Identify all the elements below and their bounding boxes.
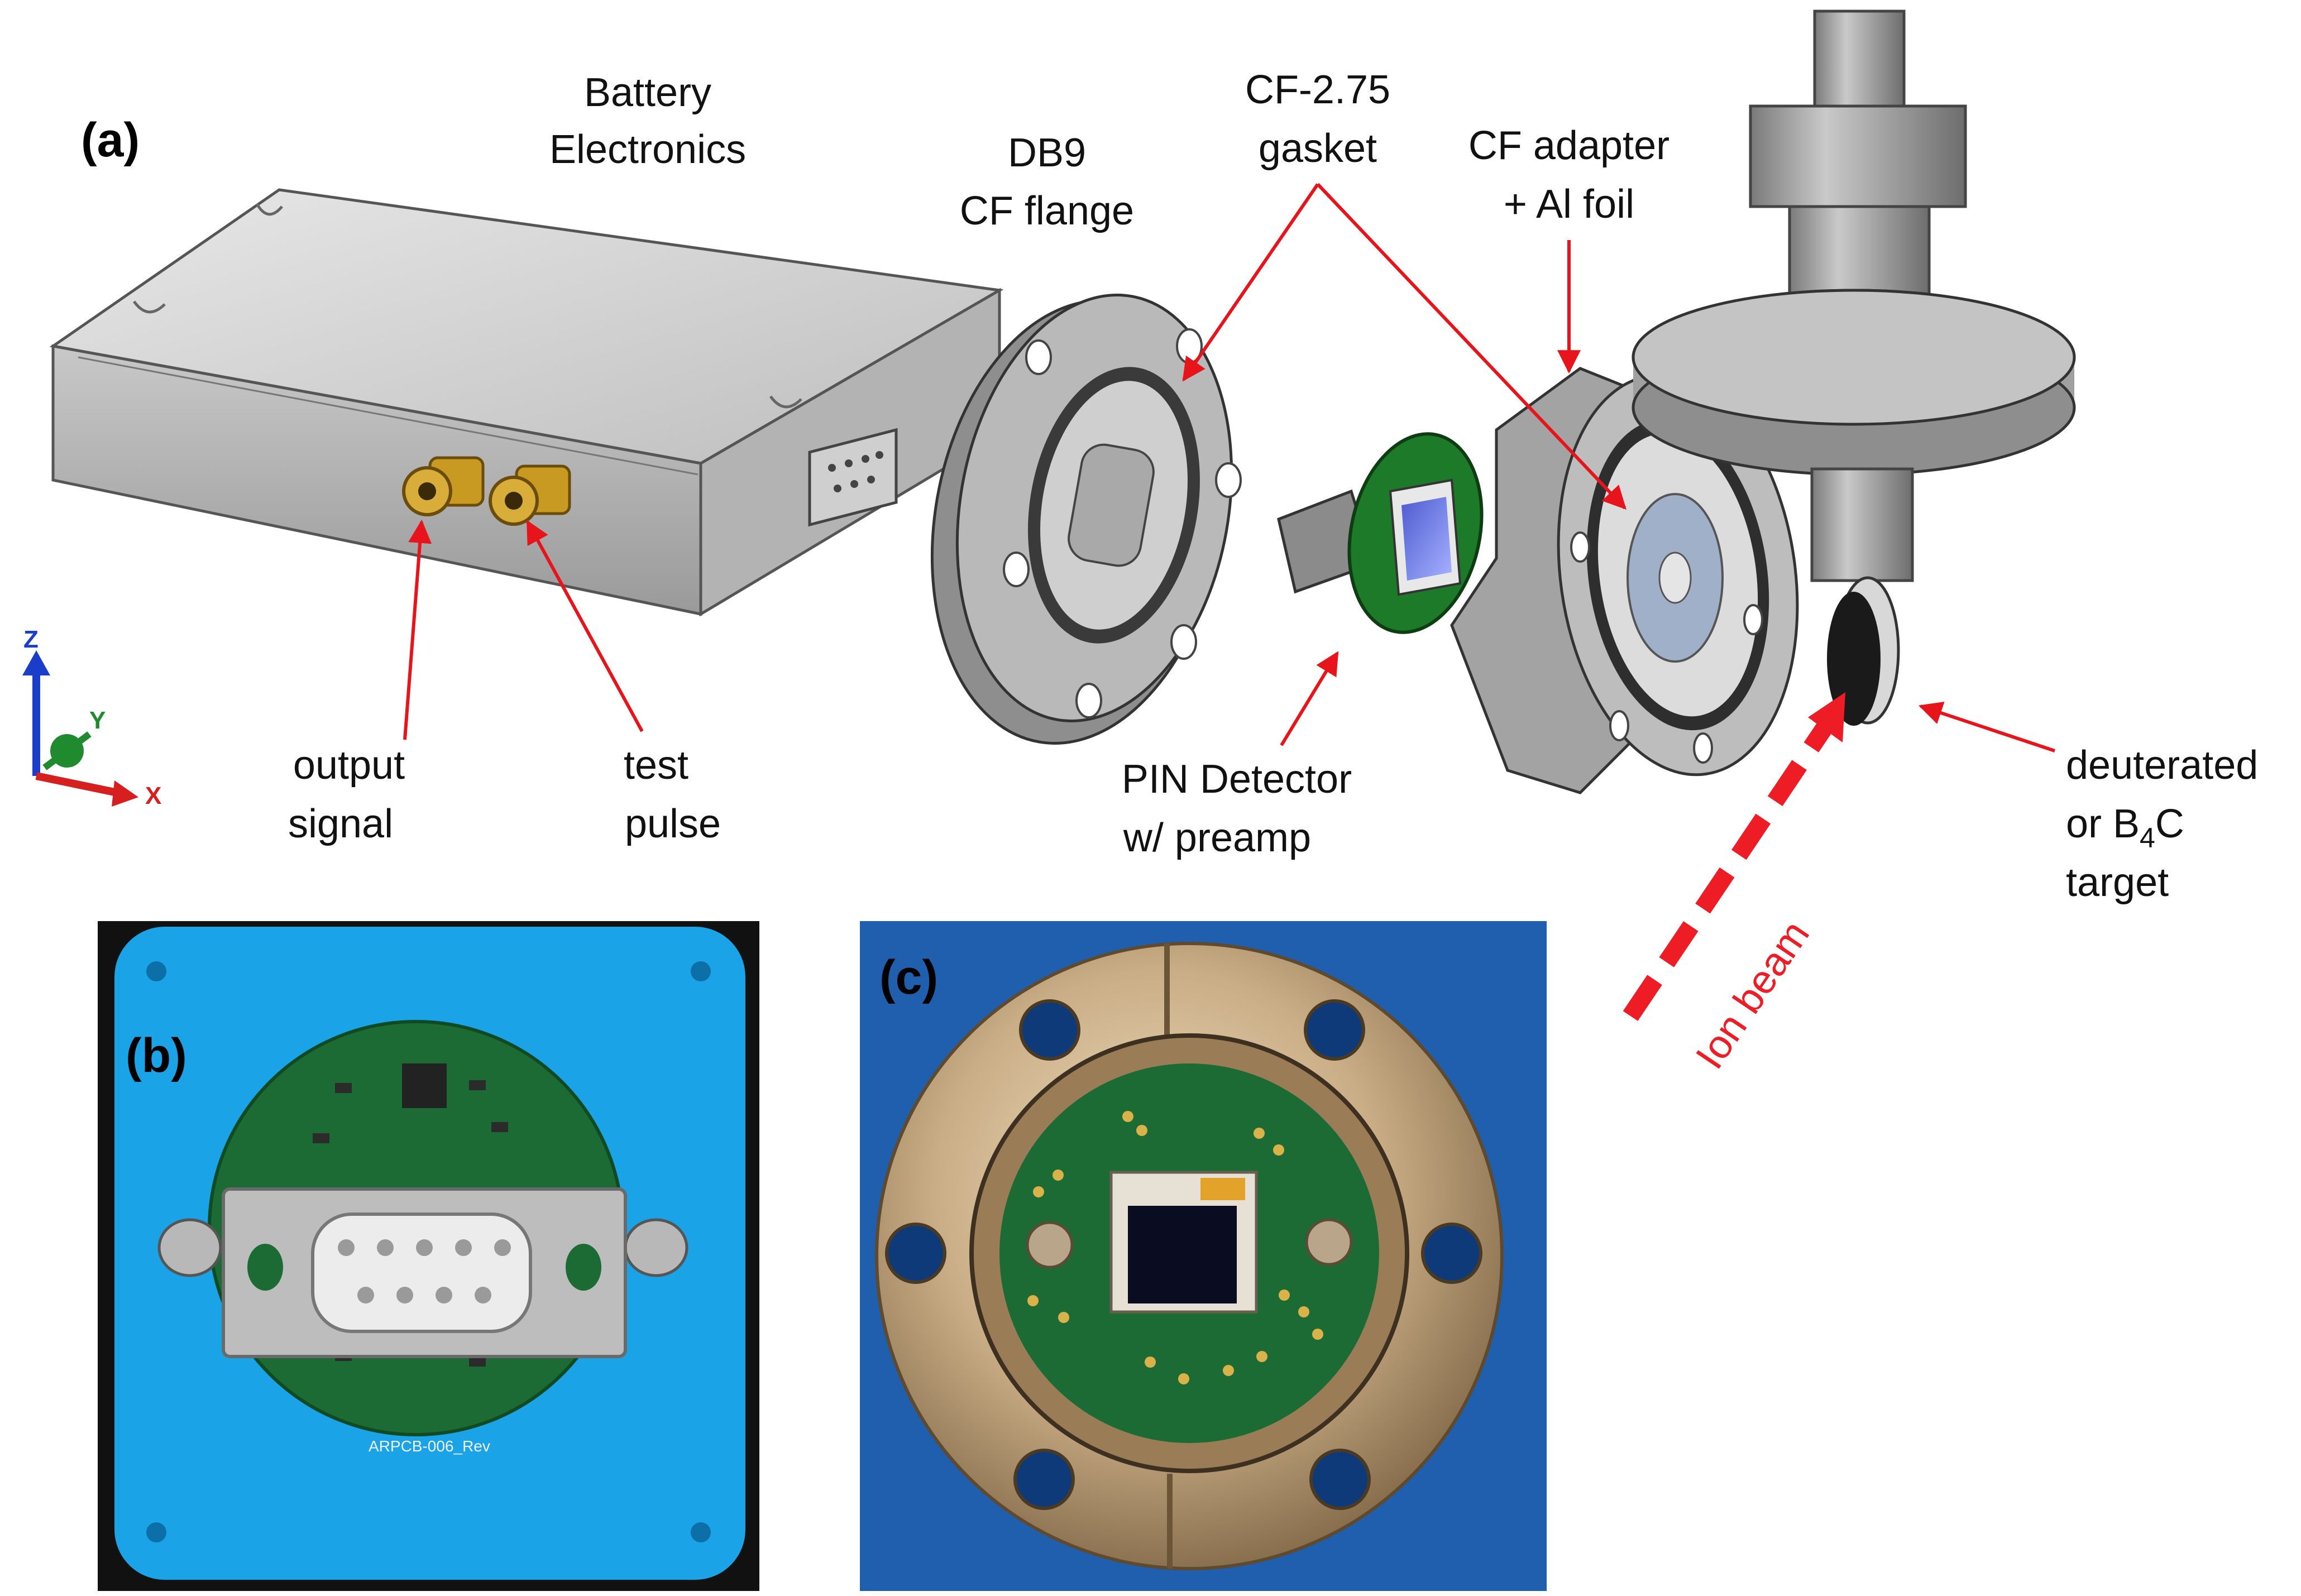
beamline-pipe-assembly (1632, 9, 2076, 582)
panel-a-label: (a) (81, 113, 140, 167)
svg-text:or B4C: or B4C (2066, 802, 2184, 854)
annotation-arrows (403, 183, 2055, 753)
arrow-gasket-flange (1182, 183, 1319, 382)
svg-text:CF-2.75: CF-2.75 (1245, 68, 1390, 112)
svg-text:gasket: gasket (1259, 126, 1377, 171)
svg-text:DB9: DB9 (1008, 131, 1086, 175)
svg-text:target: target (2066, 860, 2169, 905)
arrow-gasket-adapter (1316, 183, 1627, 510)
battery-electronics-box (49, 188, 1004, 617)
label-test-pulse: test pulse (624, 743, 721, 846)
svg-text:+ Al foil: + Al foil (1504, 182, 1634, 227)
arrow-target (1919, 702, 2055, 753)
svg-text:Y: Y (89, 707, 106, 734)
svg-text:pulse: pulse (625, 802, 721, 846)
svg-text:w/ preamp: w/ preamp (1123, 816, 1311, 860)
label-target: deuterated or B4C target (2066, 743, 2258, 905)
svg-text:output: output (293, 743, 405, 788)
svg-text:Z: Z (23, 626, 39, 653)
label-db9-cf-flange: DB9 CF flange (960, 131, 1134, 233)
svg-text:PIN Detector: PIN Detector (1122, 757, 1352, 802)
db9-cf-flange (930, 294, 1242, 745)
output-signal-sma-connector (402, 456, 485, 516)
pin-detector-board (1277, 432, 1484, 634)
cf-adapter-with-al-foil (1450, 367, 1799, 794)
xyz-axis-triad-icon: Z Y X (22, 626, 161, 809)
svg-text:CF flange: CF flange (960, 189, 1134, 233)
label-pin-detector: PIN Detector w/ preamp (1122, 757, 1352, 860)
label-battery-electronics: Battery Electronics (549, 70, 746, 172)
svg-text:X: X (145, 782, 161, 809)
pcb-silkscreen-text: ARPCB-006_Rev (369, 1437, 490, 1455)
panel-b-photo: ARPCB-006_Rev (b) (98, 921, 759, 1591)
label-ion-beam: Ion beam (1687, 913, 1818, 1077)
svg-text:CF adapter: CF adapter (1468, 123, 1669, 168)
panel-b-label: (b) (126, 1029, 187, 1082)
svg-text:test: test (624, 743, 688, 788)
arrow-test-pulse (526, 520, 644, 732)
mounting-holes-b (146, 961, 711, 1542)
label-cf-gasket: CF-2.75 gasket (1245, 68, 1390, 171)
panel-c-label: (c) (879, 951, 938, 1004)
flange-bolt-holes-c (885, 999, 1482, 1510)
arrow-output-signal (403, 519, 432, 740)
label-output-signal: output signal (288, 743, 405, 846)
panel-a: (a) (22, 9, 2258, 1077)
svg-text:deuterated: deuterated (2066, 743, 2258, 788)
svg-text:Battery: Battery (584, 70, 711, 115)
db9-pins-b (338, 1239, 511, 1303)
target-disc (1827, 576, 1900, 726)
svg-text:signal: signal (288, 802, 393, 846)
svg-text:Electronics: Electronics (549, 127, 746, 172)
arrow-pin-detector (1280, 651, 1339, 746)
test-pulse-sma-connector (489, 464, 571, 526)
pcb-gold-pads-c (1027, 1111, 1323, 1384)
db9-connector-on-box (808, 428, 898, 527)
label-cf-adapter: CF adapter + Al foil (1468, 123, 1669, 227)
panel-c-photo: (c) (860, 921, 1547, 1591)
